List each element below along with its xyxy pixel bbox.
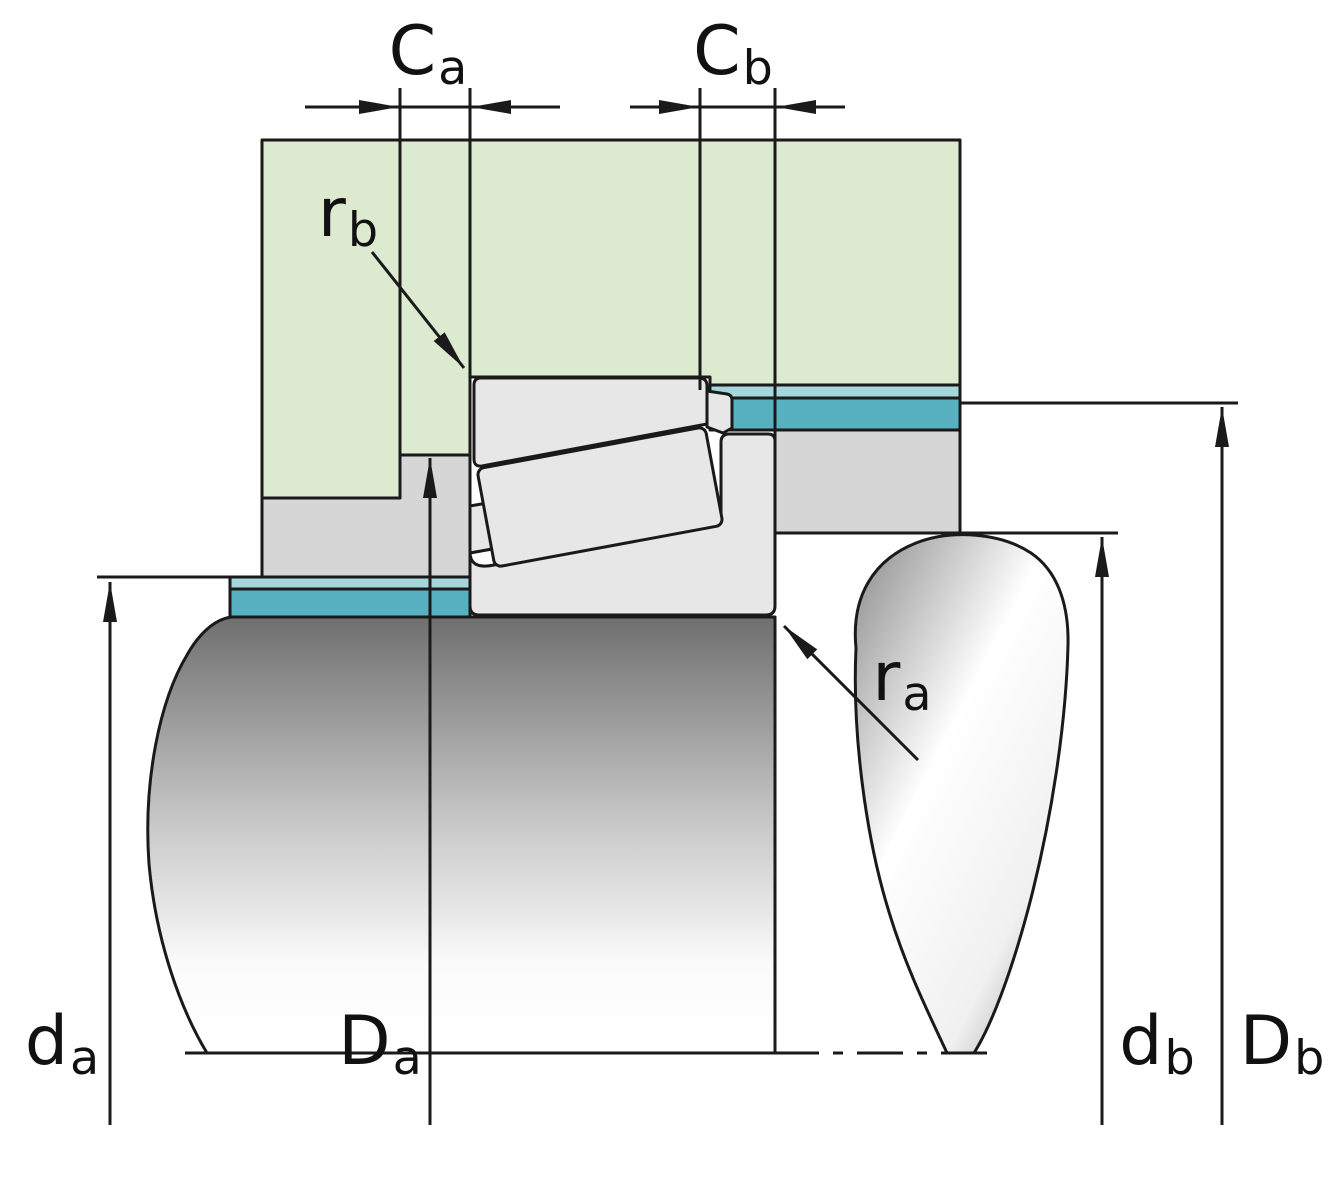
left-seal-band <box>228 587 472 619</box>
label-sub: a <box>902 667 932 723</box>
bearing-roller <box>476 426 724 568</box>
label-main: C <box>388 12 437 91</box>
label-sub: b <box>347 203 379 259</box>
shaft-shoulder-section <box>853 533 1070 1055</box>
label-main: d <box>24 1002 68 1081</box>
dimension-label-ra: ra <box>872 644 931 719</box>
label-main: d <box>1119 1002 1163 1081</box>
label-sub: a <box>392 1031 422 1087</box>
dimension-label-Da: Da <box>338 1008 422 1083</box>
dimension-lines <box>97 88 1238 1125</box>
dimension-label-Db: Db <box>1240 1008 1325 1083</box>
left-seal-band-top <box>228 575 472 591</box>
bearing-inner-ring <box>468 432 777 617</box>
label-main: D <box>338 1002 391 1081</box>
dimension-label-Cb: Cb <box>693 18 773 93</box>
dimension-label-rb: rb <box>318 180 378 255</box>
label-sub: b <box>742 41 773 97</box>
shaft-section <box>146 615 777 1055</box>
label-sub: a <box>70 1031 100 1087</box>
dimension-label-Ca: Ca <box>389 18 468 93</box>
bearing-outer-ring <box>472 376 709 468</box>
dimension-label-da: da <box>25 1008 99 1083</box>
label-main: r <box>317 174 346 253</box>
ra-leader-arrow <box>782 624 920 762</box>
label-main: C <box>693 12 741 91</box>
rb-leader-arrow <box>370 251 466 369</box>
label-sub: a <box>438 41 468 97</box>
dimension-label-db: db <box>1119 1008 1194 1083</box>
right-seal-band-top <box>708 383 962 400</box>
bearing-cage-right <box>705 389 734 435</box>
label-sub: b <box>1294 1031 1325 1087</box>
label-main: D <box>1239 1002 1293 1081</box>
label-main: r <box>872 638 901 717</box>
housing-side-spacer-section <box>773 428 962 535</box>
label-sub: b <box>1164 1031 1195 1087</box>
right-seal-band <box>708 396 962 432</box>
